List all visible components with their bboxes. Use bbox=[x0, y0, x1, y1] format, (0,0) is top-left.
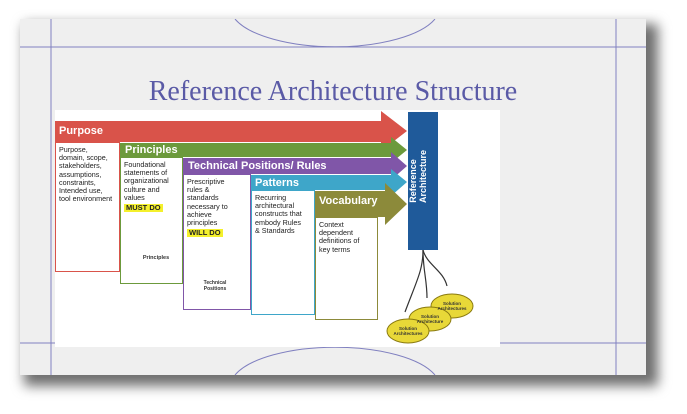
band-arrow-vocabulary bbox=[315, 183, 407, 225]
solution-oval-label: Solution Architecture bbox=[416, 314, 444, 324]
patterns-text: Recurring architectural constructs that … bbox=[255, 193, 302, 235]
solution-oval-label: Solution Architectures bbox=[393, 326, 423, 336]
principles-doc-label: Principles bbox=[142, 255, 170, 261]
slide: Reference Architecture Structure bbox=[20, 19, 646, 375]
reference-architecture-label: Reference Architecture bbox=[408, 149, 428, 203]
solution-oval-label: Solution Architectures bbox=[437, 301, 467, 311]
technical-positions-box: Prescriptive rules & standards necessary… bbox=[183, 174, 251, 310]
ra-connector bbox=[422, 249, 428, 299]
technical-positions-text: Prescriptive rules & standards necessary… bbox=[187, 177, 228, 228]
purpose-text: Purpose, domain, scope, stakeholders, as… bbox=[59, 145, 113, 204]
patterns-box: Recurring architectural constructs that … bbox=[251, 190, 315, 315]
principles-box: Foundational statements of organizationa… bbox=[120, 157, 183, 284]
will-do-badge: WILL DO bbox=[187, 228, 223, 238]
band-label-purpose: Purpose bbox=[59, 125, 104, 137]
principles-text: Foundational statements of organizationa… bbox=[124, 160, 169, 202]
solution-oval bbox=[386, 318, 430, 344]
band-label-vocabulary: Vocabulary bbox=[319, 195, 378, 207]
ra-connector bbox=[404, 249, 424, 313]
vocabulary-text: Context dependent definitions of key ter… bbox=[319, 220, 360, 254]
band-label-patterns: Patterns bbox=[255, 177, 300, 189]
reference-architecture-diagram: Purpose Principles Technical Positions/ … bbox=[55, 110, 500, 347]
band-label-technical-positions: Technical Positions/ Rules bbox=[188, 160, 327, 172]
ra-connector bbox=[422, 249, 448, 287]
reference-architecture-bar bbox=[408, 112, 438, 250]
band-arrow-technical bbox=[183, 152, 407, 180]
band-arrow-patterns bbox=[251, 169, 407, 196]
purpose-box: Purpose, domain, scope, stakeholders, as… bbox=[55, 142, 120, 272]
must-do-badge: MUST DO bbox=[124, 203, 163, 213]
band-label-principles: Principles bbox=[125, 144, 178, 156]
band-arrow-principles bbox=[120, 137, 407, 163]
vocabulary-box: Context dependent definitions of key ter… bbox=[315, 217, 378, 320]
technical-positions-doc-label: Technical Positions bbox=[203, 280, 227, 292]
slide-title: Reference Architecture Structure bbox=[148, 76, 518, 107]
band-arrow-purpose bbox=[55, 111, 407, 151]
